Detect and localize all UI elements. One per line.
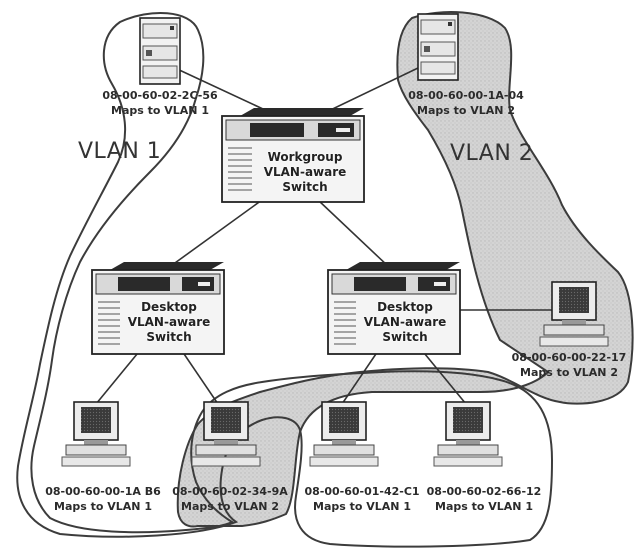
workstation-caption: 08-00-60-02-34-9A Maps to VLAN 2 [164,484,296,514]
workstation-caption: 08-00-60-01-42-C1 Maps to VLAN 1 [296,484,428,514]
workstation-caption: 08-00-60-00-22-17 Maps to VLAN 2 [502,350,636,380]
switch-label-line: VLAN-aware [262,165,348,180]
switch-label-line: Switch [126,330,212,345]
vlan-mapping: Maps to VLAN 2 [164,499,296,514]
vlan-mapping: Maps to VLAN 2 [396,103,536,118]
workstation-icon [434,402,502,466]
vlan-mapping: Maps to VLAN 1 [418,499,550,514]
vlan2-label: VLAN 2 [450,146,533,161]
workgroup-switch-label: Workgroup VLAN-aware Switch [262,150,348,195]
server-caption: 08-00-60-00-1A-04 Maps to VLAN 2 [396,88,536,118]
mac-address: 08-00-60-02-2C-56 [90,88,230,103]
desktop-switch-left-label: Desktop VLAN-aware Switch [126,300,212,345]
switch-label-line: Switch [362,330,448,345]
vlan1-label: VLAN 1 [78,144,161,159]
workstation-caption: 08-00-60-02-66-12 Maps to VLAN 1 [418,484,550,514]
server-icon [418,14,458,80]
vlan-mapping: Maps to VLAN 1 [38,499,168,514]
mac-address: 08-00-60-00-1A B6 [38,484,168,499]
mac-address: 08-00-60-00-1A-04 [396,88,536,103]
vlan-mapping: Maps to VLAN 1 [90,103,230,118]
workstation-caption: 08-00-60-00-1A B6 Maps to VLAN 1 [38,484,168,514]
workstation-icon [310,402,378,466]
mac-address: 08-00-60-01-42-C1 [296,484,428,499]
link-workgroup-right [318,200,390,268]
switch-label-line: VLAN-aware [126,315,212,330]
vlan-mapping: Maps to VLAN 2 [502,365,636,380]
vlan-mapping: Maps to VLAN 1 [296,499,428,514]
switch-label-line: Desktop [362,300,448,315]
mac-address: 08-00-60-02-66-12 [418,484,550,499]
switch-label-line: Workgroup [262,150,348,165]
link-left-ws2 [96,348,142,404]
link-left-ws3 [180,348,218,404]
link-workgroup-left [168,200,262,268]
switch-label-line: VLAN-aware [362,315,448,330]
mac-address: 08-00-60-02-34-9A [164,484,296,499]
desktop-switch-right-label: Desktop VLAN-aware Switch [362,300,448,345]
server-caption: 08-00-60-02-2C-56 Maps to VLAN 1 [90,88,230,118]
switch-label-line: Desktop [126,300,212,315]
switch-label-line: Switch [262,180,348,195]
mac-address: 08-00-60-00-22-17 [502,350,636,365]
server-icon [140,18,180,84]
workstation-icon [62,402,130,466]
